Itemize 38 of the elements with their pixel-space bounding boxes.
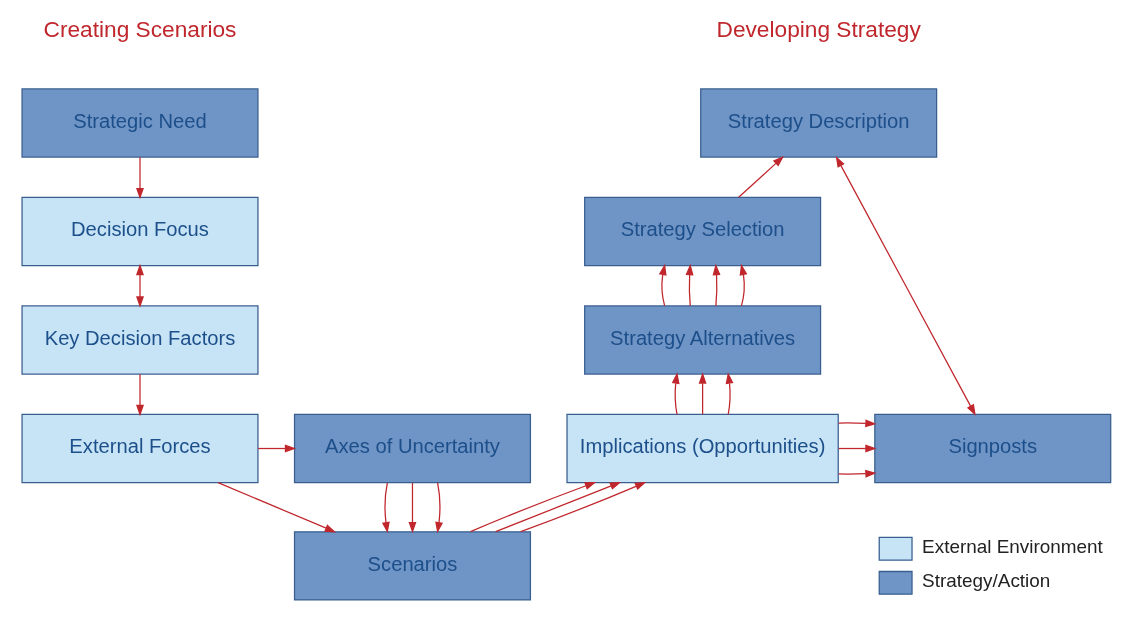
arrow (837, 444, 877, 453)
arrow (135, 156, 144, 200)
arrow (257, 444, 296, 453)
node-box: Decision Focus (20, 196, 259, 267)
node-box: Axes of Uncertainty (293, 413, 531, 484)
arrow (519, 481, 646, 533)
node-box: Signposts (873, 413, 1111, 484)
arrow (698, 372, 707, 415)
arrow (494, 481, 621, 533)
node-box: Key Decision Factors (20, 305, 259, 375)
node-box: Strategy Description (699, 88, 937, 158)
legend-label: Strategy/Action (921, 570, 1050, 592)
arrow (135, 373, 144, 417)
arrow (216, 482, 336, 533)
node-box: Strategy Selection (583, 196, 821, 267)
arrow (658, 263, 667, 307)
arrow (837, 419, 877, 428)
node-box: Strategy Alternatives (583, 305, 821, 375)
arrow (408, 482, 416, 534)
arrow (434, 482, 443, 534)
arrow (685, 263, 694, 307)
arrow (725, 372, 733, 415)
label: Creating Scenarios (43, 15, 236, 42)
arrow (469, 482, 596, 533)
arrow (739, 263, 747, 307)
arrow (837, 469, 877, 478)
arrow (835, 155, 976, 416)
node-box: External Forces (20, 413, 259, 484)
node-box: Strategic Need (20, 88, 259, 158)
arrow (712, 263, 721, 307)
label: Developing Strategy (716, 15, 921, 42)
arrow (135, 263, 144, 308)
legend-label: External Environment (921, 536, 1103, 558)
arrow (381, 482, 390, 534)
node-box: Scenarios (293, 531, 531, 601)
node-box: Implications (Opportunities) (565, 413, 839, 484)
arrow (737, 155, 784, 198)
arrow (671, 372, 680, 415)
